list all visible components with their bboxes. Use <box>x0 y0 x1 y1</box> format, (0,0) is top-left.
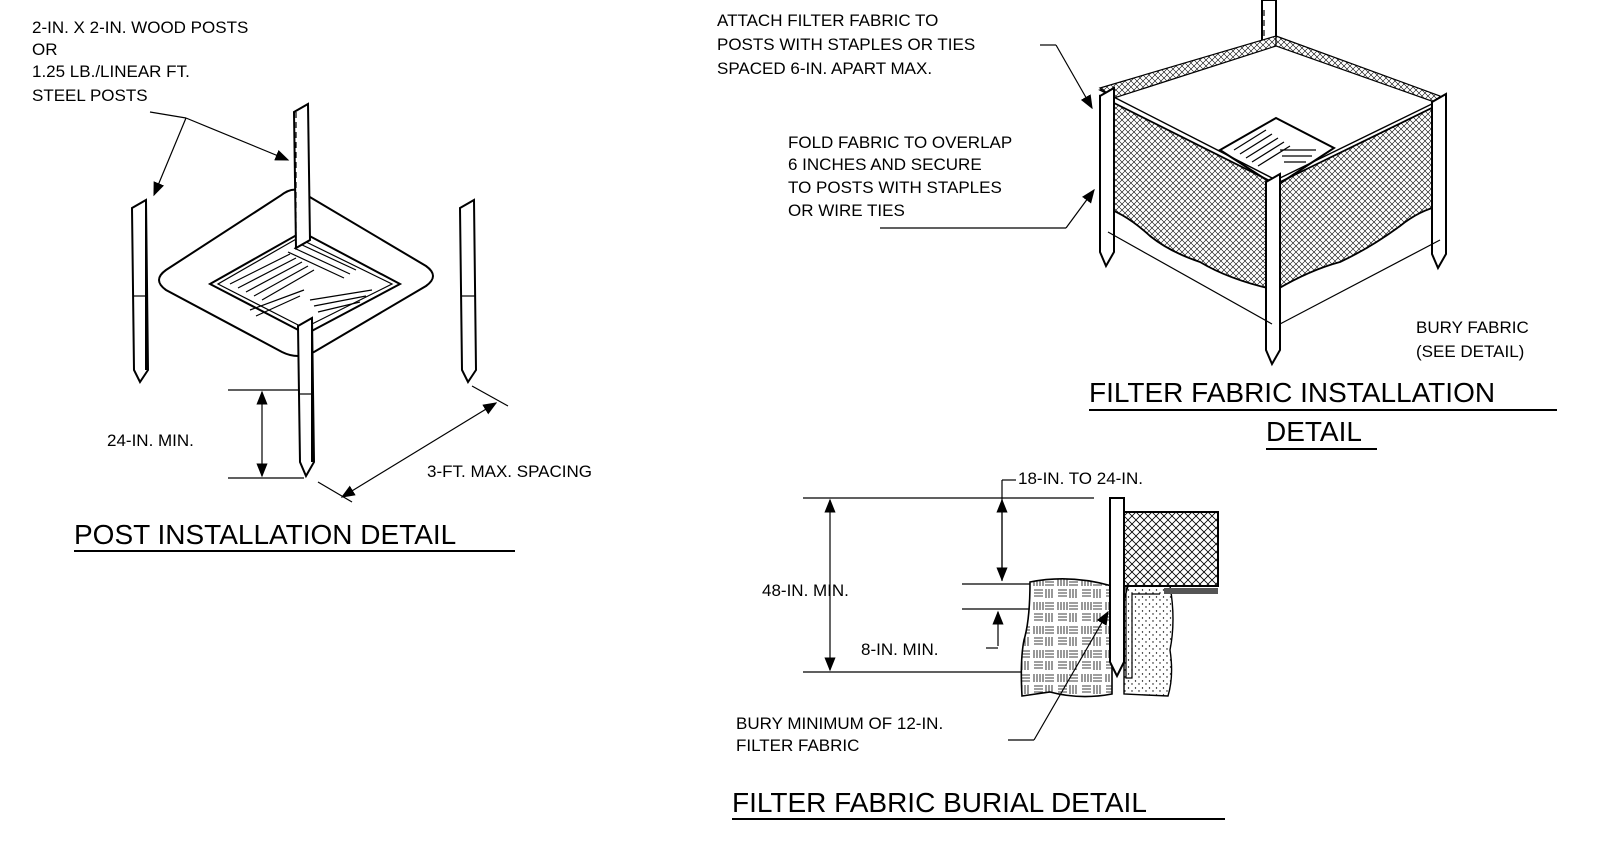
posts-note-line-4: STEEL POSTS <box>32 86 148 105</box>
posts-note-line-1: 2-IN. X 2-IN. WOOD POSTS <box>32 18 248 37</box>
spacing-note: 3-FT. MAX. SPACING <box>427 462 592 481</box>
post-installation-detail: 2-IN. X 2-IN. WOOD POSTS OR 1.25 LB./LIN… <box>32 18 592 552</box>
installation-title-line-1: FILTER FABRIC INSTALLATION <box>1089 377 1495 408</box>
install-ground-line-left <box>1107 231 1273 325</box>
posts-note-line-3: 1.25 LB./LINEAR FT. <box>32 62 190 81</box>
install-post-right <box>1431 92 1447 271</box>
fold-note-line-4: OR WIRE TIES <box>788 201 905 220</box>
burial-post <box>1109 497 1125 679</box>
attach-leader-arrow <box>1055 44 1093 110</box>
embed-note: 24-IN. MIN. <box>107 431 194 450</box>
posts-leader-arrow-right <box>185 117 290 161</box>
fold-note-line-3: TO POSTS WITH STAPLES <box>788 178 1002 197</box>
fold-leader-arrow <box>1065 188 1095 229</box>
install-post-front <box>1265 172 1281 367</box>
bury-min-note-line-2: FILTER FABRIC <box>736 736 859 755</box>
spacing-ext-left <box>317 481 353 503</box>
bury-fabric-note-line-1: BURY FABRIC <box>1416 318 1529 337</box>
filter-fabric-installation-detail: ATTACH FILTER FABRIC TO POSTS WITH STAPL… <box>717 0 1557 450</box>
post-front <box>296 316 316 479</box>
post-left <box>130 198 150 384</box>
spacing-dim-line <box>340 402 498 498</box>
install-post-left <box>1099 86 1115 269</box>
bury-min-leader-arrow <box>1033 610 1109 741</box>
attach-note-line-3: SPACED 6-IN. APART MAX. <box>717 59 932 78</box>
filter-fabric-burial-detail: 48-IN. MIN. 18-IN. TO 24-IN. 8-IN. MIN. … <box>732 469 1225 820</box>
burial-fabric-panel <box>1117 511 1219 587</box>
bury-min-note-line-1: BURY MINIMUM OF 12-IN. <box>736 714 943 733</box>
fold-note-line-1: FOLD FABRIC TO OVERLAP <box>788 133 1012 152</box>
posts-leader-arrow-left <box>153 117 187 197</box>
posts-leader-line <box>149 111 187 119</box>
height-range-note: 18-IN. TO 24-IN. <box>1018 469 1143 488</box>
post-back <box>292 102 312 250</box>
spacing-ext-right <box>471 385 509 407</box>
depth-min-note: 8-IN. MIN. <box>861 640 938 659</box>
installation-title-line-2: DETAIL <box>1266 416 1362 447</box>
inlet-apron <box>158 188 434 357</box>
attach-note-line-2: POSTS WITH STAPLES OR TIES <box>717 35 975 54</box>
ground-surface <box>1164 588 1218 594</box>
posts-note-line-2: OR <box>32 40 58 59</box>
post-right <box>458 198 478 384</box>
fold-note-line-2: 6 INCHES AND SECURE <box>788 155 982 174</box>
soil-mass <box>1020 578 1113 698</box>
post-installation-title: POST INSTALLATION DETAIL <box>74 519 456 550</box>
bury-fabric-note-line-2: (SEE DETAIL) <box>1416 342 1524 361</box>
attach-note-line-1: ATTACH FILTER FABRIC TO <box>717 11 938 30</box>
buried-fabric-line <box>1125 586 1160 679</box>
post-min-note: 48-IN. MIN. <box>762 581 849 600</box>
backfill-zone <box>1123 585 1174 697</box>
install-ground-line-right <box>1279 239 1441 325</box>
filter-fabric <box>1098 35 1442 292</box>
burial-title: FILTER FABRIC BURIAL DETAIL <box>732 787 1147 818</box>
